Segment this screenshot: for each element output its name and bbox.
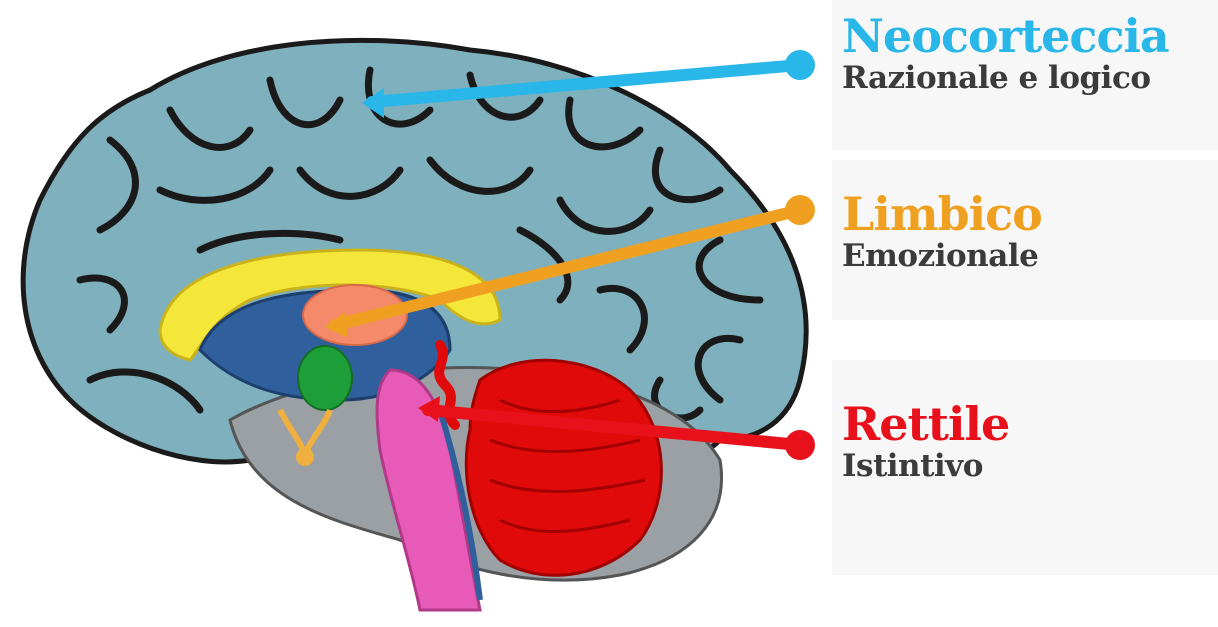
reptile-title: Rettile — [842, 400, 1009, 448]
neocortex-title: Neocorteccia — [842, 12, 1169, 60]
limbic-label: Limbico Emozionale — [842, 190, 1042, 274]
reptile-subtitle: Istintivo — [842, 448, 1009, 484]
limbic-subtitle: Emozionale — [842, 238, 1042, 274]
cerebellum — [466, 360, 661, 575]
neocortex-subtitle: Razionale e logico — [842, 60, 1169, 96]
limbic-pointer-dot — [785, 195, 815, 225]
neocortex-label: Neocorteccia Razionale e logico — [842, 12, 1169, 96]
neocortex-pointer-dot — [785, 50, 815, 80]
reptile-label: Rettile Istintivo — [842, 400, 1009, 484]
pituitary-gland — [296, 448, 314, 466]
amygdala — [298, 346, 352, 410]
limbic-title: Limbico — [842, 190, 1042, 238]
reptile-pointer-dot — [785, 430, 815, 460]
